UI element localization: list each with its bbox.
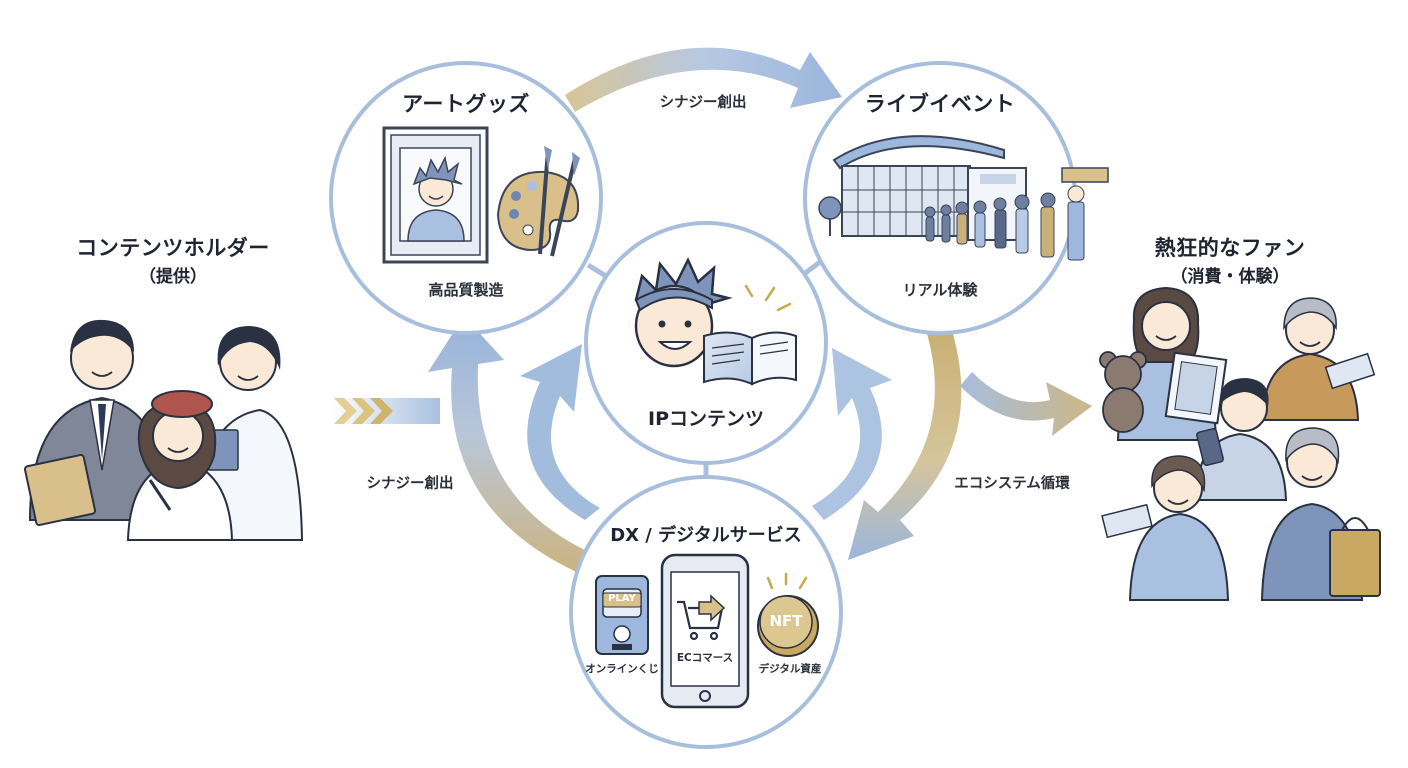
arrow-to-fans (960, 372, 1092, 436)
art-node-caption: 高品質製造 (428, 279, 503, 300)
arrow-from-holder (330, 398, 440, 424)
flow-label-left: シナジー創出 (367, 472, 454, 493)
center-title: IPコンテンツ (648, 404, 764, 431)
dx-item-digital-assets: デジタル資産 (759, 661, 822, 676)
holder-subtitle: （提供） (139, 262, 207, 287)
nft-label: NFT (769, 612, 802, 630)
flow-label-right: エコシステム循環 (954, 472, 1070, 493)
content-holder-people (24, 320, 302, 540)
dx-node-title: DX / デジタルサービス (610, 521, 802, 547)
live-node-caption: リアル体験 (903, 279, 978, 300)
dx-item-ec-commerce: ECコマース (677, 650, 733, 665)
fan-people (1100, 288, 1380, 600)
fan-banner (1062, 168, 1108, 182)
flow-label-top: シナジー創出 (660, 91, 747, 112)
fans-title: 熱狂的なファン (1155, 232, 1306, 262)
fans-subtitle: （消費・体験） (1171, 262, 1290, 287)
arrow-left-up (428, 316, 608, 582)
smartphone-icon (662, 555, 748, 707)
framed-portrait-illustration (384, 128, 487, 262)
art-node-title: アートグッズ (402, 88, 530, 118)
gacha-machine-icon (596, 576, 648, 654)
play-label: PLAY (608, 593, 636, 604)
live-node-title: ライブイベント (865, 88, 1016, 118)
dx-item-online-lottery: オンラインくじ (585, 661, 659, 676)
holder-title: コンテンツホルダー (76, 232, 270, 262)
